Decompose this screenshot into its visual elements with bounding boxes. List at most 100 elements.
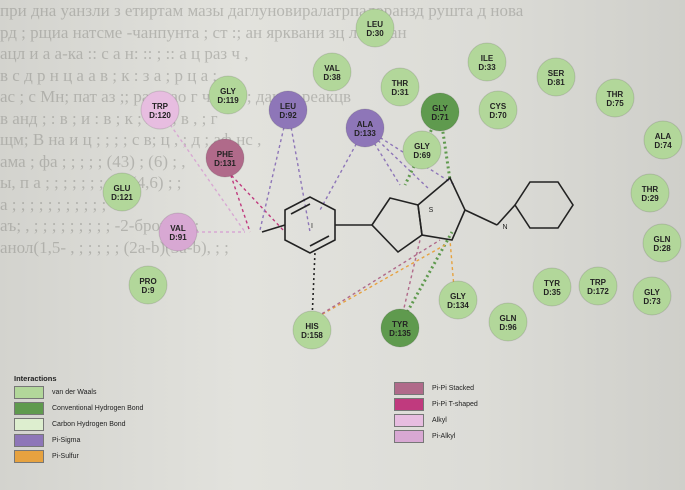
residue-name: THR (392, 79, 409, 88)
interaction-line (449, 239, 456, 301)
residue-circle (380, 308, 420, 348)
residue-name: SER (548, 69, 565, 78)
residue-name: TYR (392, 320, 408, 329)
atom-label: I (311, 223, 313, 230)
legend-swatch (394, 413, 424, 427)
residue-circle (158, 212, 198, 252)
background-text-line: рд ; рщиа натсме -чанпунта ; ст :; ан яр… (0, 22, 407, 42)
residue-name: THR (607, 90, 624, 99)
residue-name: HIS (305, 322, 319, 331)
legend-label: Pi-Sigma (52, 436, 81, 444)
residue-number: D:70 (489, 111, 507, 120)
residue-name: ILE (481, 54, 494, 63)
residue-name: TYR (544, 279, 560, 288)
residue-name: GLU (114, 184, 131, 193)
cyclohexane-ring (514, 181, 574, 229)
residue-name: GLY (644, 288, 660, 297)
background-text: при дна уанзли з етиртам мазы даглуновир… (0, 1, 523, 257)
legend-swatch (14, 385, 44, 399)
residue-number: D:69 (413, 151, 431, 160)
residue-name: GLY (414, 142, 430, 151)
interaction-line (259, 109, 289, 231)
residue-circle (420, 92, 460, 132)
residue-name: THR (642, 185, 659, 194)
residue-circle (345, 108, 385, 148)
residue-circle (467, 42, 507, 82)
legend-item: van der Waals (14, 384, 96, 400)
interaction-lines (159, 109, 456, 326)
residue-number: D:121 (111, 193, 133, 202)
residue-name: ALA (357, 120, 374, 129)
legend-label: Pi-Sulfur (52, 452, 79, 460)
atom-label: S (429, 207, 434, 214)
residue-circle (532, 267, 572, 307)
residue-circle (208, 75, 248, 115)
background-text-line: в с д р н ц а а в ; к : з а ; р ц а ; (0, 65, 218, 85)
bicycle-ring-b (417, 176, 466, 241)
legend-label: Pi-Pi T-shaped (432, 400, 478, 408)
residue-circle (632, 276, 672, 316)
residue-name: PRO (139, 277, 156, 286)
residue-circle (478, 90, 518, 130)
residue-number: D:133 (354, 129, 376, 138)
residue-number: D:71 (431, 113, 449, 122)
legend-item: Carbon Hydrogen Bond (14, 416, 126, 432)
residue-number: D:158 (301, 331, 323, 340)
residue-name: LEU (367, 20, 383, 29)
legend-item: Alkyl (394, 412, 447, 428)
background-text-line: ас ; с Мн; пат аз ;; рас нао г ч ал а ; … (0, 87, 352, 106)
residue-circle (380, 67, 420, 107)
legend-label: Conventional Hydrogen Bond (52, 404, 144, 412)
residue-nodes: LEUD:30ILED:33VALD:38GLYD:119TRPD:120LEU… (102, 8, 683, 350)
residue-number: D:134 (447, 301, 469, 310)
residue-number: D:35 (543, 288, 561, 297)
residue-number: D:75 (606, 99, 624, 108)
residue-circle (355, 8, 395, 48)
residue-circle (488, 302, 528, 342)
legend-label: Pi-Alkyl (432, 432, 456, 440)
residue-number: D:31 (391, 88, 409, 97)
residue-name: GLN (654, 235, 671, 244)
residue-number: D:92 (279, 111, 297, 120)
residue-number: D:74 (654, 141, 672, 150)
residue-circle (268, 90, 308, 130)
residue-circle (438, 280, 478, 320)
residue-circle (205, 138, 245, 178)
legend-swatch (394, 381, 424, 395)
interaction-line (311, 239, 441, 321)
legend-item: Pi-Pi T-shaped (394, 396, 478, 412)
residue-name: GLN (500, 314, 517, 323)
legend-label: Pi-Pi Stacked (432, 384, 475, 392)
bond (309, 235, 330, 247)
legend-title: Interactions (14, 374, 57, 383)
residue-name: VAL (170, 224, 186, 233)
legend-label: Carbon Hydrogen Bond (52, 420, 126, 428)
residue-number: D:96 (499, 323, 517, 332)
legend-swatch (394, 397, 424, 411)
residue-circle (595, 78, 635, 118)
interaction-line (214, 157, 286, 233)
residue-number: D:172 (587, 287, 609, 296)
background-text-line: ама ; фа ; ; ; ; ; (43) ; (6) ; , (0, 151, 186, 171)
background-text-line: ацл и а а-ка :: с а н: :: ; :: а ц раз ч… (0, 44, 249, 63)
bond (261, 224, 286, 233)
interaction-line (287, 109, 311, 233)
